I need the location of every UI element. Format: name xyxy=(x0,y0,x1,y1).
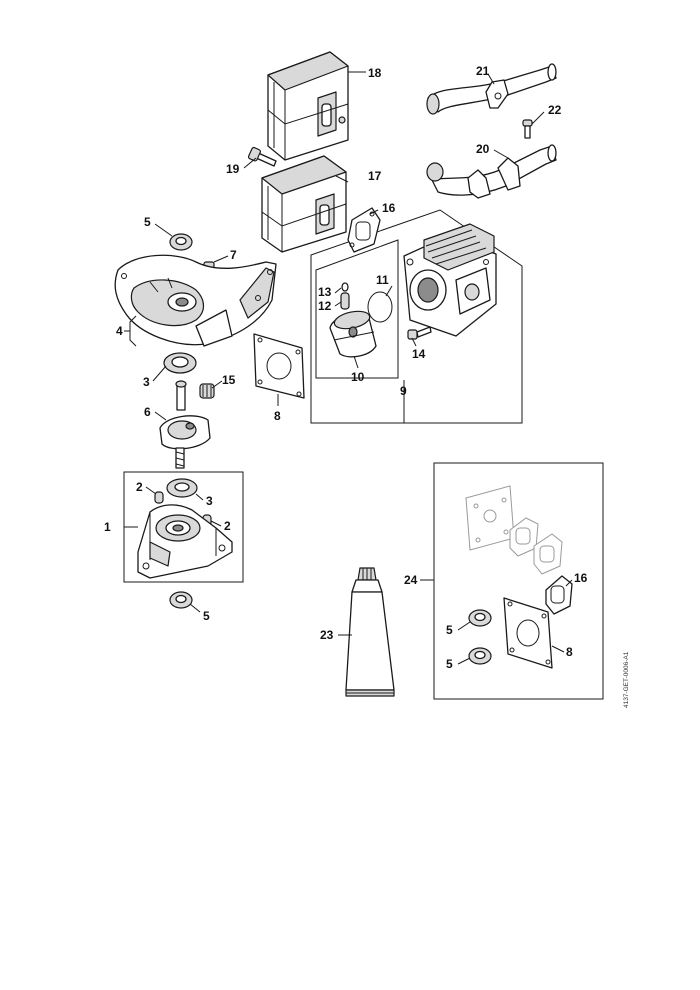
kit-24-seal-ring-5-b xyxy=(468,647,492,665)
callout-8: 8 xyxy=(566,645,573,659)
intake-pipe-21 xyxy=(426,63,557,115)
frame-kit-24 xyxy=(433,462,604,700)
circlip-13 xyxy=(341,282,349,292)
piston-pin-12 xyxy=(340,292,350,310)
callout-23: 23 xyxy=(320,628,334,642)
seal-ring-5 xyxy=(169,233,193,251)
crankshaft-6 xyxy=(159,380,211,469)
callout-3: 3 xyxy=(143,375,150,389)
callout-24: 24 xyxy=(404,573,418,587)
callout-12: 12 xyxy=(318,299,332,313)
gasket-8 xyxy=(253,333,305,399)
needle-cage-15 xyxy=(199,383,215,399)
callout-1: 1 xyxy=(104,520,111,534)
sealant-tube-23 xyxy=(345,567,395,697)
callout-8: 8 xyxy=(274,409,281,423)
callout-7: 7 xyxy=(230,248,237,262)
callout-2: 2 xyxy=(136,480,143,494)
callout-16: 16 xyxy=(382,201,396,215)
callout-5: 5 xyxy=(144,215,151,229)
bearing-3 xyxy=(163,352,197,374)
callout-16: 16 xyxy=(574,571,588,585)
screw-14 xyxy=(407,326,432,340)
callout-4: 4 xyxy=(116,324,123,338)
callout-11: 11 xyxy=(376,273,389,287)
callout-6: 6 xyxy=(144,405,151,419)
leader-lines xyxy=(124,71,573,665)
callout-9: 9 xyxy=(400,384,407,398)
callout-18: 18 xyxy=(368,66,382,80)
callout-15: 15 xyxy=(222,373,236,387)
kit-24-gasket-8 xyxy=(503,597,553,669)
reference-code: 4137-GET-0006-A1 xyxy=(623,651,630,708)
kit-24-seal-ring-5-a xyxy=(468,609,492,627)
muffler-18 xyxy=(267,51,349,161)
piston-10 xyxy=(329,310,377,358)
intake-pipe-20 xyxy=(426,144,557,199)
muffler-17 xyxy=(261,155,347,253)
callout-5: 5 xyxy=(446,657,453,671)
frame-kit-9 xyxy=(310,209,523,424)
callout-5: 5 xyxy=(446,623,453,637)
crankcase-4 xyxy=(114,254,277,347)
callout-17: 17 xyxy=(368,169,382,183)
dowel-pin-2-left xyxy=(154,491,164,504)
callout-20: 20 xyxy=(476,142,490,156)
screw-19 xyxy=(247,146,277,167)
callout-22: 22 xyxy=(548,103,562,117)
callout-5: 5 xyxy=(203,609,210,623)
screw-22 xyxy=(522,119,533,139)
callout-3: 3 xyxy=(206,494,213,508)
crankcase-1 xyxy=(137,504,233,579)
kit-24-gasket-8-ghost xyxy=(465,485,515,551)
gasket-16 xyxy=(347,207,381,253)
callout-14: 14 xyxy=(412,347,426,361)
callout-10: 10 xyxy=(351,370,365,384)
callout-13: 13 xyxy=(318,285,332,299)
callout-19: 19 xyxy=(226,162,240,176)
callout-2: 2 xyxy=(224,519,231,533)
callout-labels: 18 19 17 16 21 22 20 5 7 4 3 15 6 8 11 1… xyxy=(104,64,588,671)
kit-24-gasket-ghost-b xyxy=(533,533,563,575)
bearing-3-lower xyxy=(166,478,198,498)
frame-kit-10 xyxy=(315,239,399,379)
kit-24-gasket-16 xyxy=(545,575,573,615)
cylinder-9 xyxy=(403,223,497,337)
seal-ring-5-lower xyxy=(169,591,193,609)
piston-ring-11 xyxy=(367,291,393,323)
callout-21: 21 xyxy=(476,64,490,78)
